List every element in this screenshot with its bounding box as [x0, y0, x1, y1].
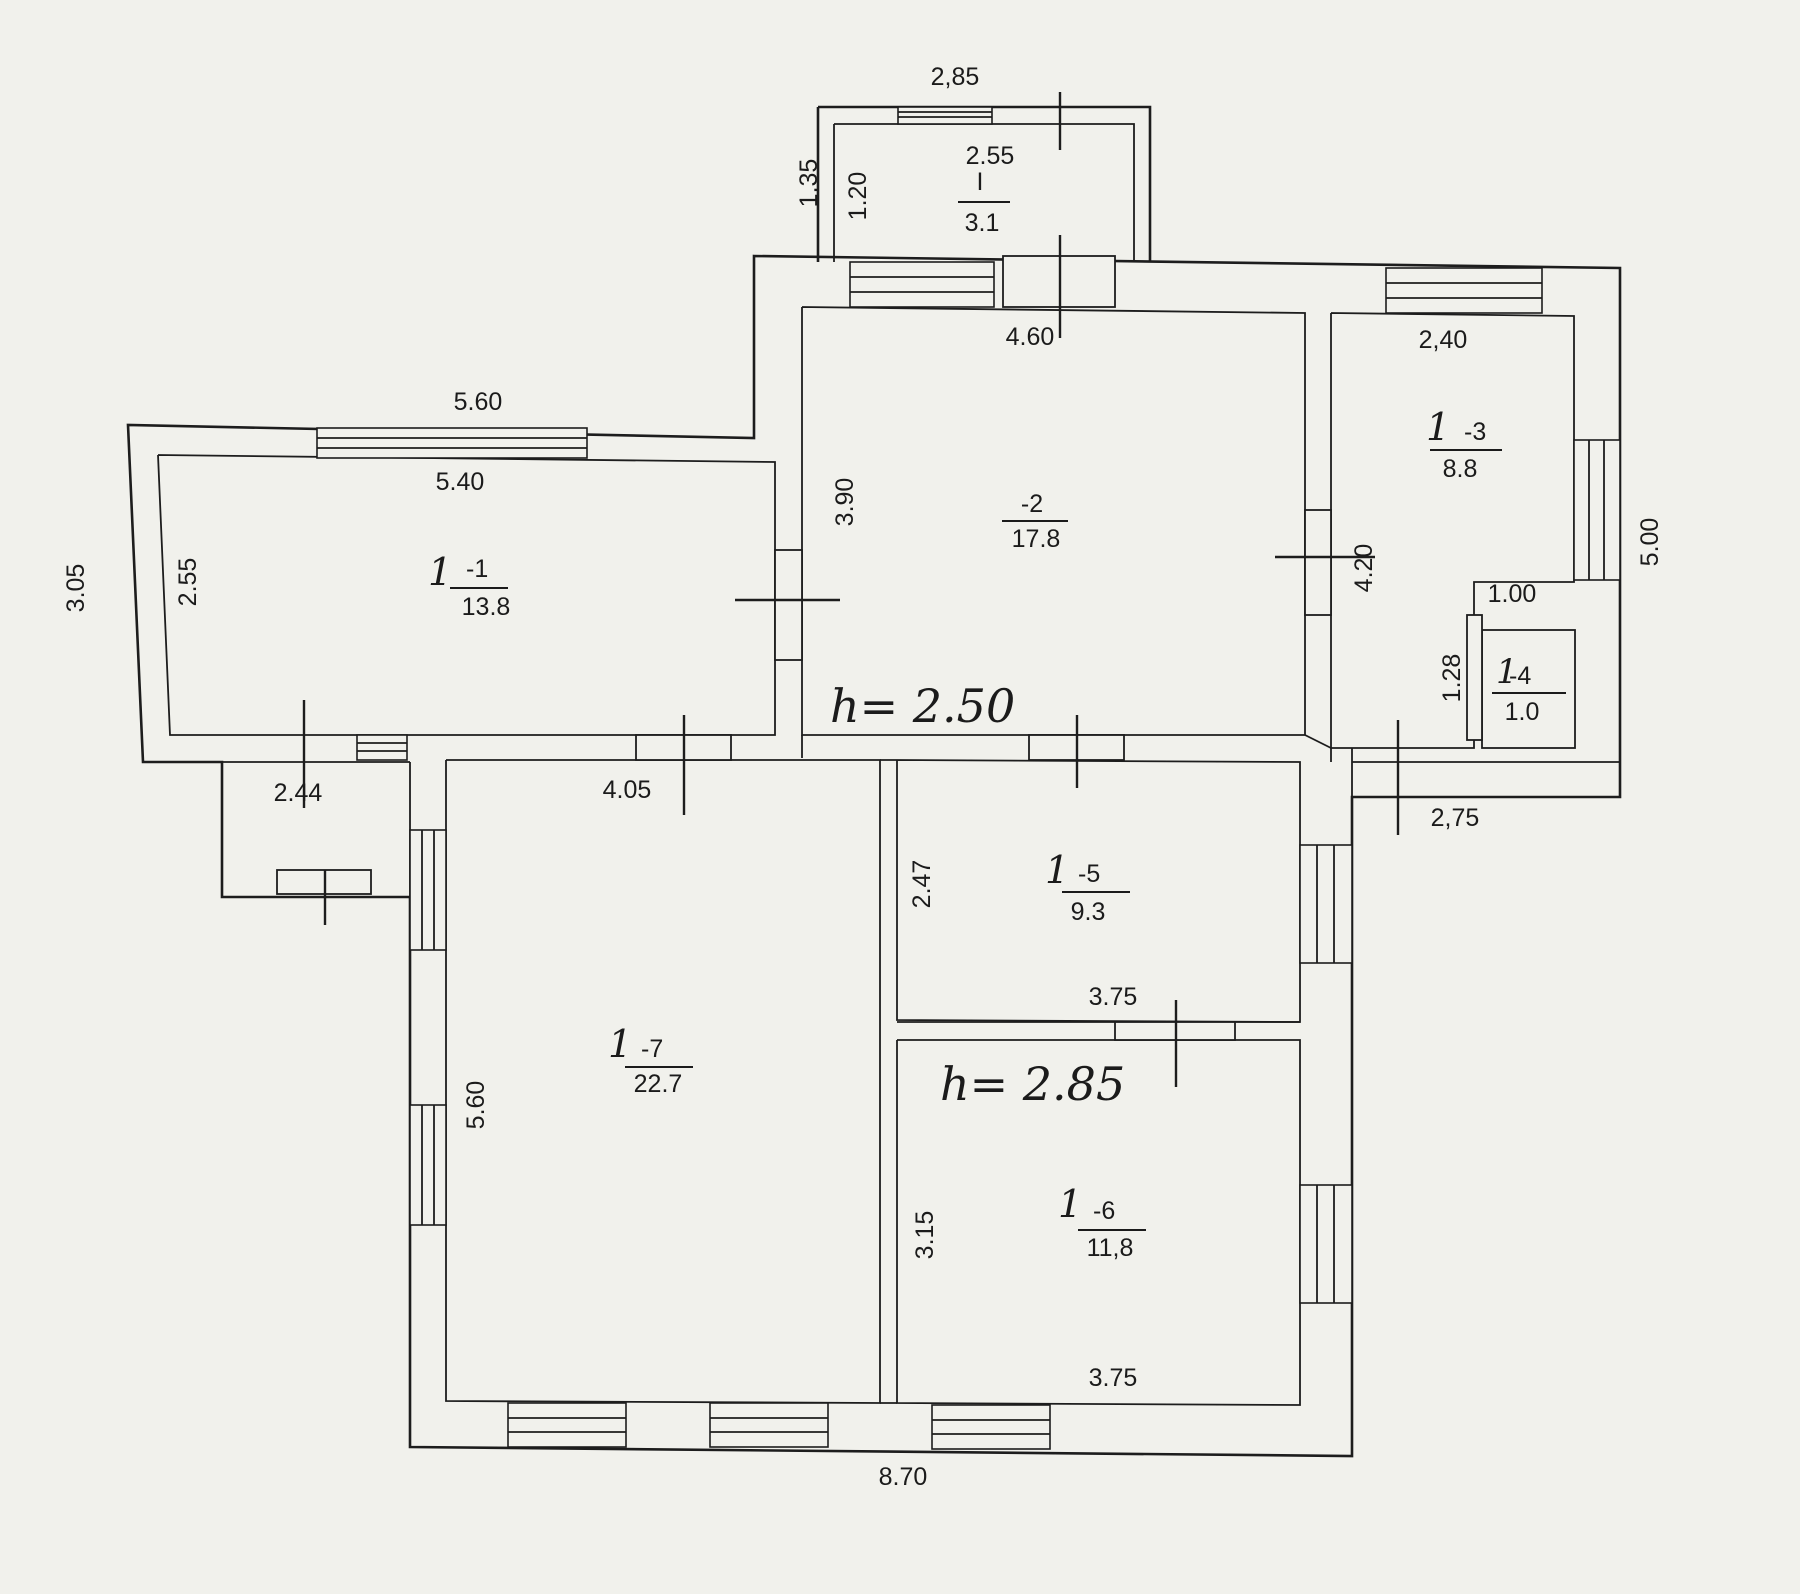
dim-total-width: 8.70: [879, 1463, 928, 1491]
window-vestibule-top: [897, 106, 993, 125]
window-room1-top: [316, 427, 588, 459]
svg-text:-4: -4: [1509, 662, 1531, 690]
window-room3-right: [1573, 439, 1621, 581]
svg-text:17.8: 17.8: [1012, 525, 1061, 553]
dim-porch-width: 2.44: [274, 779, 323, 807]
svg-text:1: 1: [1058, 1182, 1082, 1226]
window-room3-top: [1385, 267, 1543, 314]
dim-room6-depth: 3.15: [911, 1211, 939, 1260]
dim-rear-width: 2,75: [1431, 804, 1480, 832]
dim-room7-width: 4.05: [603, 776, 652, 804]
svg-text:-1: -1: [466, 555, 488, 583]
section-ticks: [302, 92, 1400, 1087]
door-room1-room2: [774, 549, 803, 661]
window-room5-right: [1299, 844, 1353, 964]
svg-text:-7: -7: [641, 1035, 663, 1063]
dim-vestibule-inner-depth: 1.20: [844, 172, 872, 221]
dim-room3-depth: 4.20: [1350, 544, 1378, 593]
svg-text:22.7: 22.7: [634, 1070, 683, 1098]
room-label-5: 1 -5 9.3: [1045, 848, 1130, 926]
svg-text:11,8: 11,8: [1087, 1234, 1134, 1262]
dim-room1-depth: 2.55: [174, 558, 202, 607]
dim-room7-depth: 5.60: [462, 1081, 490, 1130]
svg-text:3.1: 3.1: [965, 209, 1000, 237]
window-bottom-b: [709, 1402, 829, 1448]
dim-room2-depth: 3.90: [831, 478, 859, 527]
room-1-walls: [157, 454, 776, 736]
window-room6-right: [1299, 1184, 1353, 1304]
dim-room5-depth: 2.47: [908, 860, 936, 909]
dim-room5-width: 3.75: [1089, 983, 1138, 1011]
door-room2-room3: [1304, 509, 1332, 616]
dim-room1-outer-depth: 3.05: [62, 564, 90, 613]
window-room2-a: [849, 261, 995, 308]
svg-text:1: 1: [1496, 652, 1518, 692]
door-room4: [1466, 614, 1483, 741]
room-label-vestibule: I 3.1: [958, 168, 1010, 237]
dim-room3-width: 2,40: [1419, 326, 1468, 354]
window-bottom-c: [931, 1404, 1051, 1450]
svg-text:9.3: 9.3: [1071, 898, 1106, 926]
dim-room4-depth: 1.28: [1438, 654, 1466, 703]
window-room7-left-a: [409, 829, 447, 951]
room-label-3: 1 -3 8.8: [1426, 405, 1502, 483]
svg-text:-5: -5: [1078, 860, 1100, 888]
svg-text:1: 1: [1426, 405, 1450, 449]
dim-room4-width: 1.00: [1488, 580, 1537, 608]
dim-room3-outer-depth: 5.00: [1636, 518, 1664, 567]
room-label-2: -2 17.8: [1002, 490, 1068, 553]
svg-text:I: I: [977, 168, 984, 196]
svg-text:8.8: 8.8: [1443, 455, 1478, 483]
room-label-1: 1 -1 13.8: [428, 550, 510, 621]
dim-vestibule-width: 2,85: [931, 63, 980, 91]
room-label-4: 1 -4 1.0: [1492, 652, 1566, 726]
dim-room6-width: 3.75: [1089, 1364, 1138, 1392]
dim-vestibule-inner-width: 2.55: [966, 142, 1015, 170]
dimension-labels: 2,85 2.55 1.35 1.20 4.60 2,40 5.60 5.40 …: [62, 63, 1664, 1491]
ceiling-heights: h= 2.50 h= 2.85: [830, 679, 1125, 1111]
room-labels: I 3.1 -2 17.8 1 -3 8.8 1 -1 13.8 1 -4 1.…: [428, 168, 1566, 1262]
ceiling-height-upper: h= 2.50: [830, 679, 1015, 733]
dim-vestibule-depth: 1.35: [795, 159, 823, 208]
svg-text:13.8: 13.8: [462, 593, 511, 621]
window-room7-left-b: [409, 1104, 447, 1226]
svg-text:-2: -2: [1021, 490, 1043, 518]
window-porch: [356, 734, 408, 761]
windows: [316, 106, 1621, 1450]
room-label-7: 1 -7 22.7: [608, 1022, 693, 1098]
svg-text:1: 1: [608, 1022, 632, 1066]
dim-room1-outer-width: 5.60: [454, 388, 503, 416]
wall-corridor: [801, 734, 1620, 1404]
svg-text:1: 1: [1045, 848, 1069, 892]
svg-text:-3: -3: [1464, 418, 1486, 446]
dim-room1-width: 5.40: [436, 468, 485, 496]
room-label-6: 1 -6 11,8: [1058, 1182, 1146, 1262]
ceiling-height-lower: h= 2.85: [940, 1057, 1125, 1111]
svg-text:1: 1: [428, 550, 452, 594]
dim-room2-width: 4.60: [1006, 323, 1055, 351]
svg-text:1.0: 1.0: [1505, 698, 1540, 726]
svg-text:-6: -6: [1093, 1197, 1115, 1225]
window-bottom-a: [507, 1402, 627, 1448]
